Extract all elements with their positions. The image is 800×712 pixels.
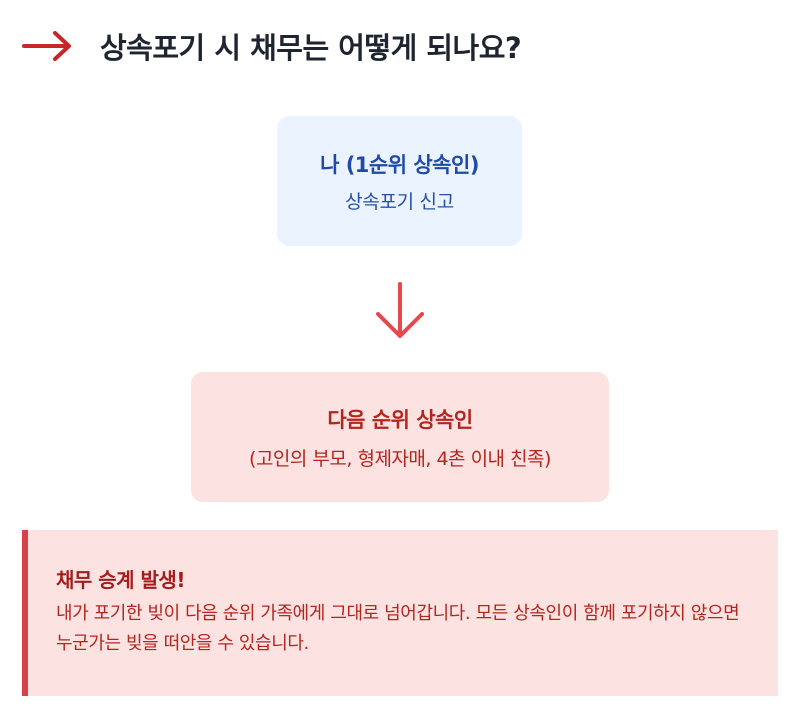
node-first-heir: 나 (1순위 상속인) 상속포기 신고 [277, 116, 522, 246]
node-first-heir-subtitle: 상속포기 신고 [345, 190, 454, 213]
node-next-heir-title: 다음 순위 상속인 [327, 407, 473, 432]
arrow-right-icon [22, 31, 71, 61]
arrow-down-icon [376, 282, 424, 338]
node-next-heir: 다음 순위 상속인 (고인의 부모, 형제자매, 4촌 이내 친족) [191, 372, 609, 502]
callout-body: 내가 포기한 빚이 다음 순위 가족에게 그대로 넘어갑니다. 모든 상속인이 … [56, 603, 740, 654]
callout-title: 채무 승계 발생! [56, 568, 185, 592]
section-header: 상속포기 시 채무는 어떻게 되나요? [22, 22, 522, 70]
node-next-heir-subtitle: (고인의 부모, 형제자매, 4촌 이내 친족) [249, 447, 551, 470]
node-first-heir-title: 나 (1순위 상속인) [320, 152, 479, 177]
warning-callout: 채무 승계 발생! 내가 포기한 빚이 다음 순위 가족에게 그대로 넘어갑니다… [22, 530, 778, 696]
page-title: 상속포기 시 채무는 어떻게 되나요? [100, 31, 522, 65]
